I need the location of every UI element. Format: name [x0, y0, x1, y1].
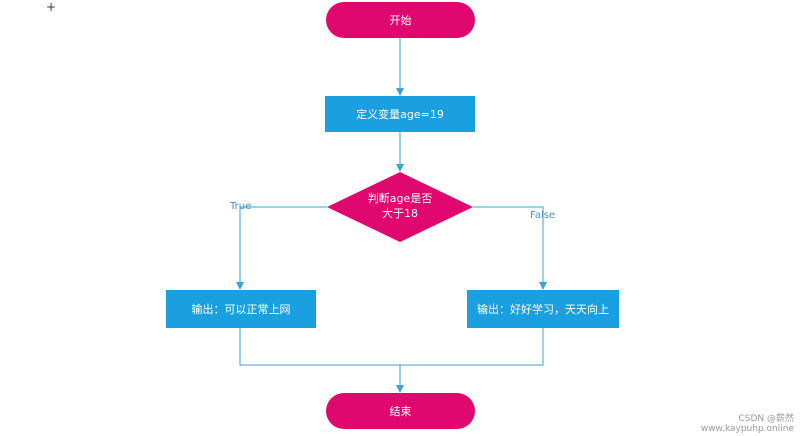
watermark-line2: www.kaypuhp.online	[700, 424, 794, 434]
watermark: CSDN @薪然 www.kaypuhp.online	[701, 414, 794, 434]
watermark-line1: CSDN @薪然	[738, 414, 794, 424]
end-node: 结束	[326, 393, 475, 429]
connectors	[236, 38, 547, 393]
output-false-node: 输出：好好学习，天天向上	[467, 290, 619, 328]
edge-true-output-to-merge	[239, 328, 400, 366]
false-edge-label: False	[530, 210, 555, 221]
decision-label-line2: 大于18	[382, 206, 418, 220]
decision-diamond-shape	[327, 172, 473, 242]
define-node: 定义变量age=19	[325, 96, 475, 132]
edge-decision-true-branch	[236, 206, 327, 290]
define-process-shape	[325, 96, 475, 132]
start-terminal-shape	[326, 2, 475, 38]
decision-node: 判断age是否 大于18	[327, 172, 473, 242]
start-node: 开始	[326, 2, 475, 38]
output-true-node: 输出：可以正常上网	[166, 290, 316, 328]
end-label: 结束	[390, 405, 412, 418]
output-false-label: 输出：好好学习，天天向上	[477, 302, 609, 316]
start-label: 开始	[390, 13, 412, 27]
true-edge-label: True	[229, 201, 251, 212]
output-false-shape	[467, 290, 619, 328]
define-label: 定义变量age=19	[356, 107, 444, 121]
end-terminal-shape	[326, 393, 475, 429]
output-true-label: 输出：可以正常上网	[192, 302, 291, 316]
edge-decision-false-branch	[473, 206, 547, 290]
output-true-shape	[166, 290, 316, 328]
crosshair-cursor-icon: +	[46, 0, 57, 14]
decision-label-line1: 判断age是否	[368, 191, 433, 205]
edge-false-output-to-merge	[400, 328, 544, 366]
